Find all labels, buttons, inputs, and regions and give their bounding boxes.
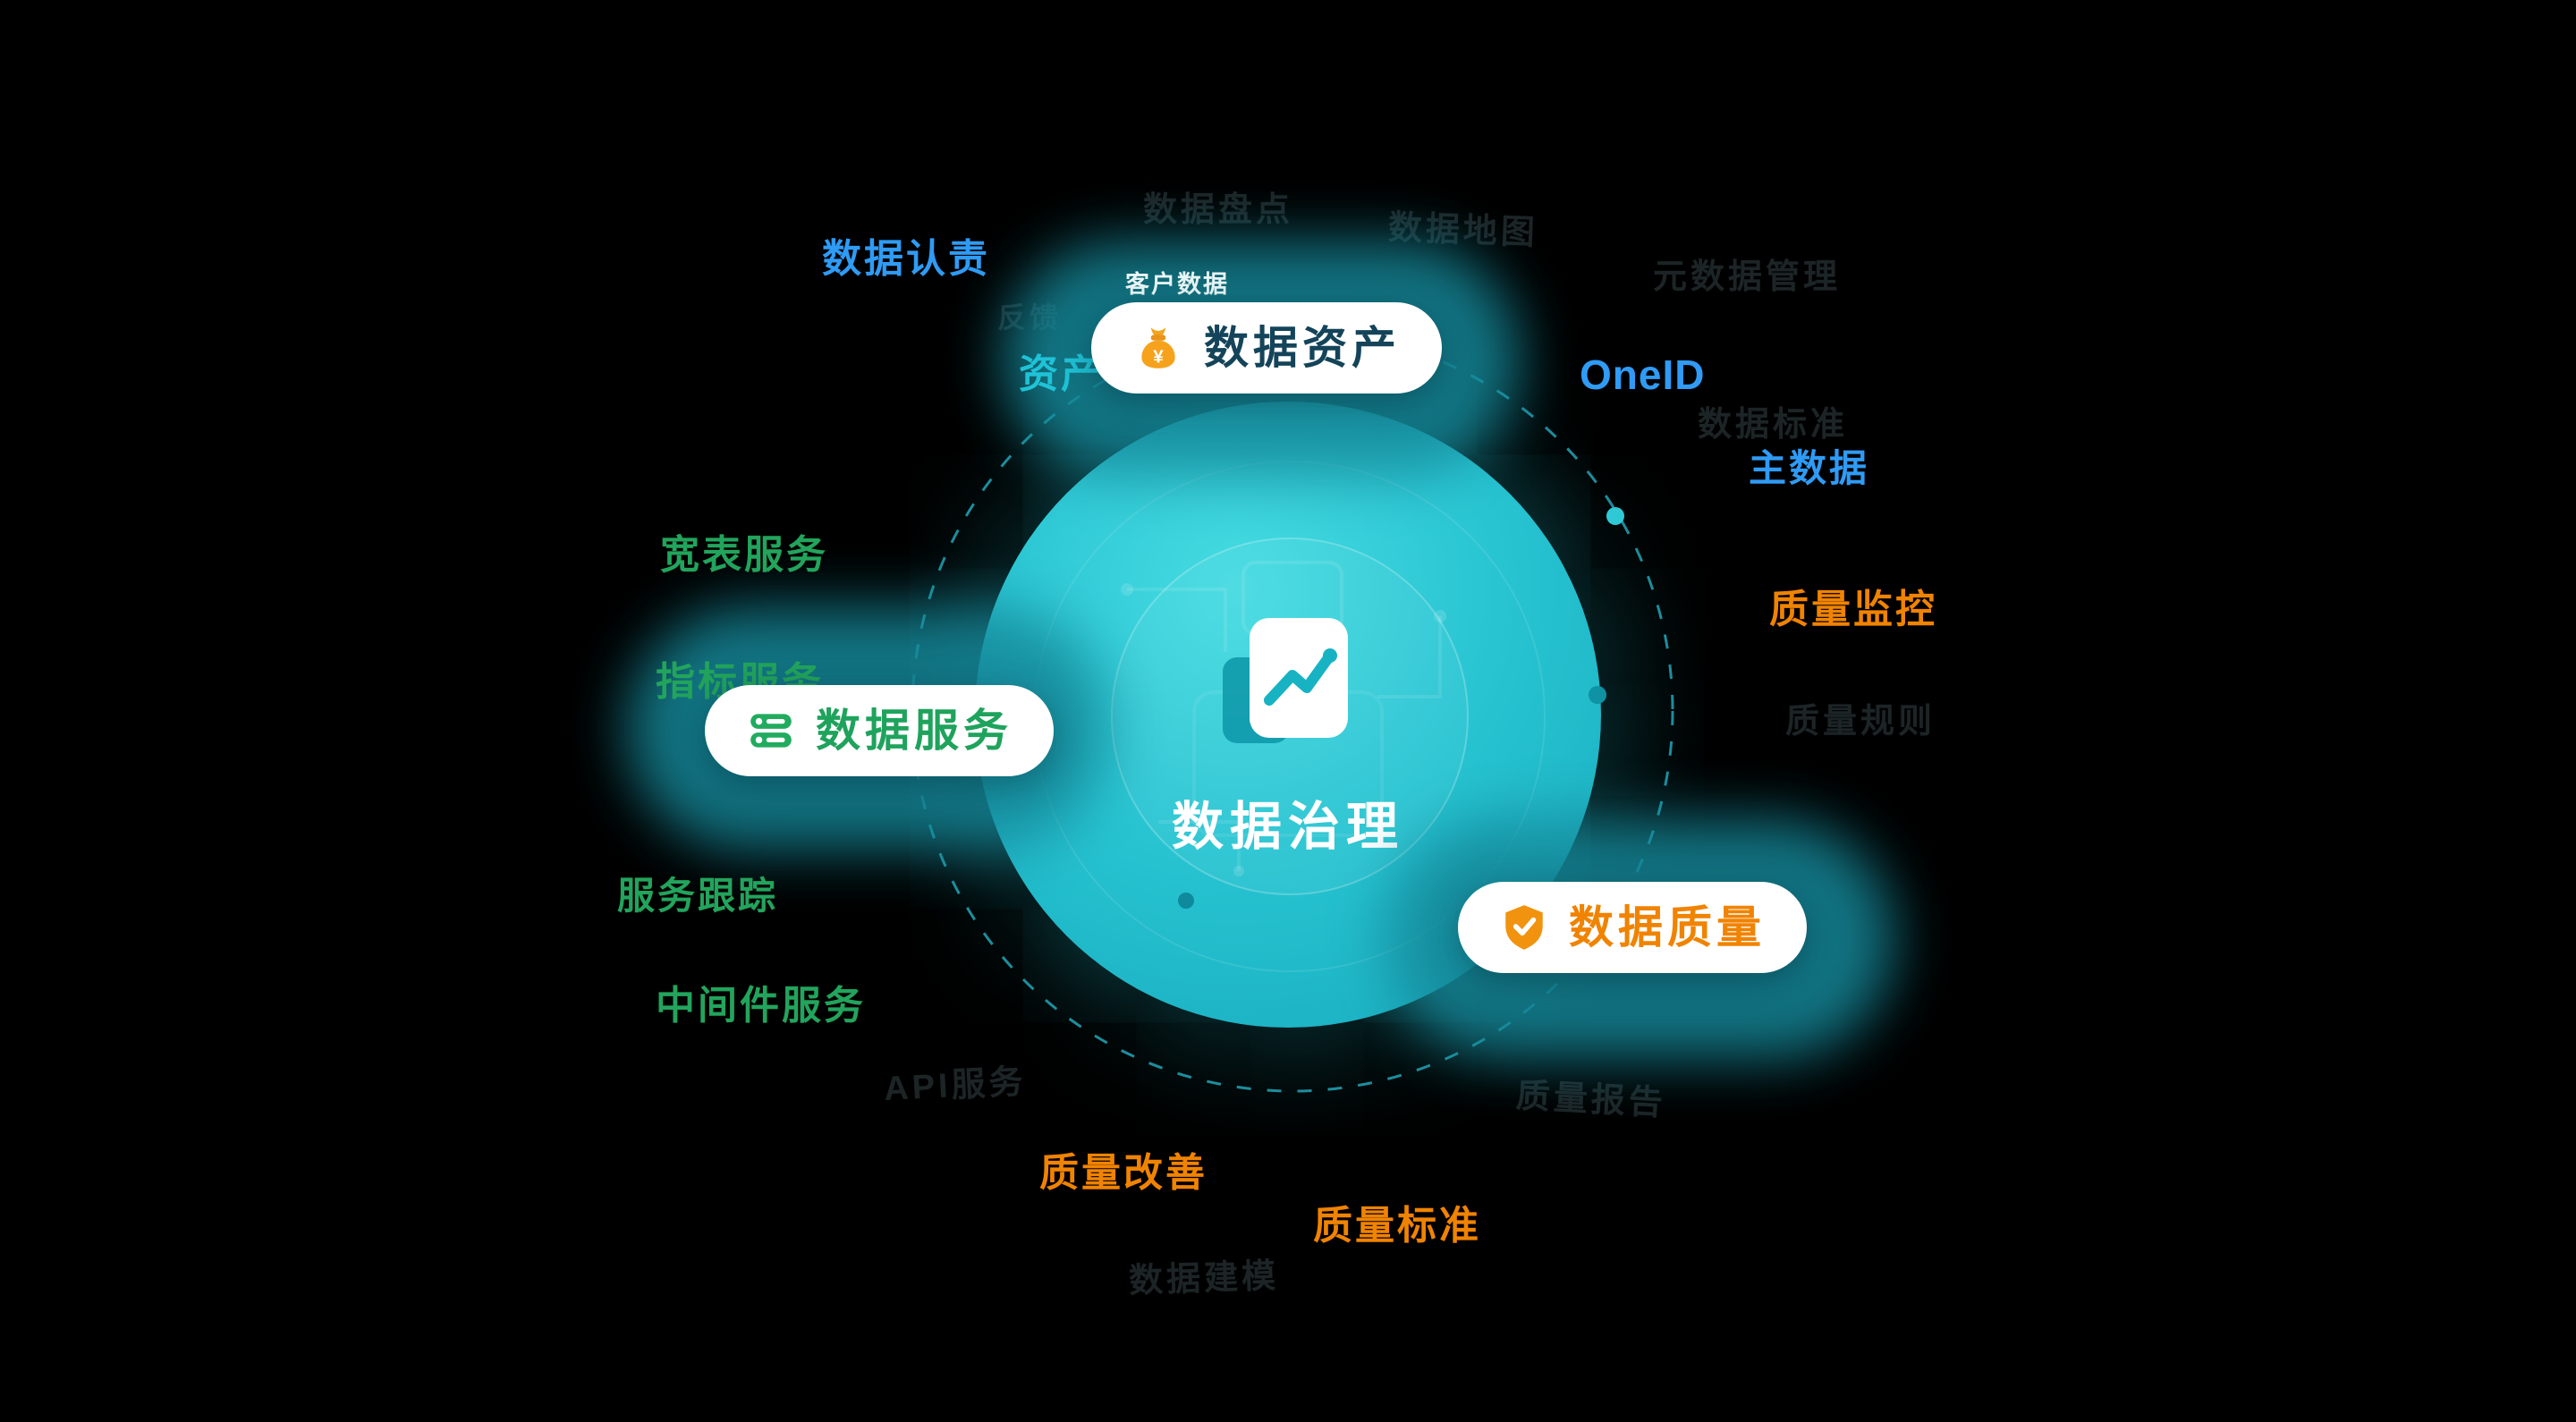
faint-label: 数据盘点 [1143,191,1294,229]
label-middleware-service: 中间件服务 [656,984,866,1028]
label-customer-data: 客户数据 [1125,271,1229,298]
money-bag-icon: ¥ [1132,322,1184,374]
label-quality-standard: 质量标准 [1313,1204,1481,1248]
label-quality-improvement: 质量改善 [1039,1151,1208,1195]
faint-label: 质量规则 [1785,703,1936,741]
label-service-tracking: 服务跟踪 [617,875,779,917]
node-data-assets: ¥ 数据资产 [1091,302,1442,394]
faint-label: 数据标准 [1698,406,1849,444]
svg-text:¥: ¥ [1153,347,1164,368]
label-data-accountability: 数据认责 [822,237,990,281]
label-oneid: OneID [1580,351,1706,398]
orbit-dot [1606,507,1624,525]
node-data-quality: 数据质量 [1458,882,1807,973]
node-label: 数据质量 [1569,902,1766,952]
faint-label: 质量报告 [1514,1077,1667,1123]
label-asset-partial: 资产 [1019,352,1103,396]
node-data-services: 数据服务 [705,685,1054,776]
trend-document-icon [1203,611,1373,767]
faint-label: 元数据管理 [1653,258,1842,296]
label-master-data: 主数据 [1749,447,1870,489]
faint-label: API服务 [883,1062,1028,1109]
node-label: 数据资产 [1204,323,1401,373]
node-label: 数据服务 [816,706,1013,756]
faint-label: 数据建模 [1128,1257,1280,1300]
label-wide-table-service: 宽表服务 [660,533,828,577]
database-icon [746,706,796,756]
shield-check-icon [1499,902,1549,952]
label-quality-monitoring: 质量监控 [1769,588,1937,631]
